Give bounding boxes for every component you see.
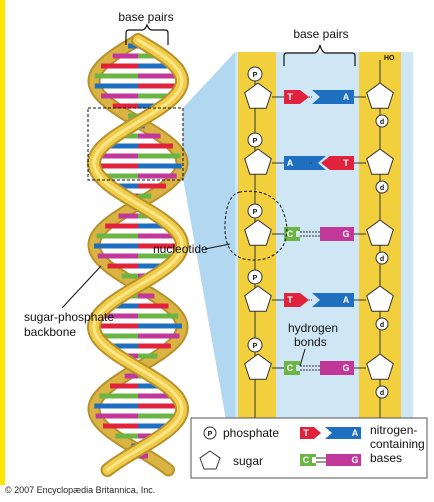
legend-base-letter: C bbox=[303, 455, 310, 465]
legend-base-letter: T bbox=[303, 428, 309, 438]
hydrogen-label-line1: hydrogen bbox=[288, 321, 338, 335]
base-pairs-panel-label: base pairs bbox=[293, 27, 348, 41]
left-backbone-strip bbox=[238, 52, 276, 470]
phosphate-symbol: P bbox=[253, 275, 258, 282]
legend-sugar-label: sugar bbox=[233, 454, 263, 468]
deoxyribose-symbol: d bbox=[380, 256, 384, 263]
legend-base-letter: A bbox=[352, 428, 359, 438]
legend-nitrogen-line3: bases bbox=[370, 451, 402, 465]
hydrogen-label-line2: bonds bbox=[294, 335, 327, 349]
left-base-letter: T bbox=[287, 295, 293, 305]
phosphate-symbol: P bbox=[253, 343, 258, 350]
right-base-letter: A bbox=[343, 295, 350, 305]
right-base-letter: G bbox=[342, 229, 349, 239]
right-base-letter: G bbox=[342, 363, 349, 373]
legend-nitrogen-line1: nitrogen- bbox=[370, 423, 417, 437]
left-base-letter: T bbox=[287, 92, 293, 102]
deoxyribose-symbol: d bbox=[380, 390, 384, 397]
left-base-letter: A bbox=[287, 158, 294, 168]
legend-nitrogen-line2: containing bbox=[370, 437, 425, 451]
right-base-letter: A bbox=[343, 92, 350, 102]
copyright-credit: © 2007 Encyclopædia Britannica, Inc. bbox=[5, 485, 155, 495]
legend-base-letter: G bbox=[351, 455, 358, 465]
backbone-label-line2: backbone bbox=[24, 325, 76, 339]
nucleotide-label: nucleotide bbox=[153, 242, 208, 256]
backbone-pointer bbox=[62, 266, 101, 308]
legend-phosphate-symbol: P bbox=[208, 431, 213, 438]
phosphate-symbol: P bbox=[253, 209, 258, 216]
legend-phosphate-label: phosphate bbox=[223, 426, 279, 440]
right-base-letter: T bbox=[343, 158, 349, 168]
phosphate-symbol: P bbox=[253, 72, 258, 79]
base-pairs-top-label: base pairs bbox=[118, 10, 173, 24]
zoom-wedge bbox=[183, 52, 235, 470]
phosphate-symbol: P bbox=[253, 138, 258, 145]
legend: P phosphate sugar T A C G nitrogen- contain… bbox=[191, 418, 427, 478]
backbone-label-line1: sugar-phosphate bbox=[24, 310, 114, 324]
ho-label: HO bbox=[384, 55, 395, 62]
left-base-letter: C bbox=[287, 363, 294, 373]
left-base-letter: C bbox=[287, 229, 294, 239]
deoxyribose-symbol: d bbox=[380, 322, 384, 329]
deoxyribose-symbol: d bbox=[380, 119, 384, 126]
page-border bbox=[0, 0, 5, 485]
deoxyribose-symbol: d bbox=[380, 185, 384, 192]
